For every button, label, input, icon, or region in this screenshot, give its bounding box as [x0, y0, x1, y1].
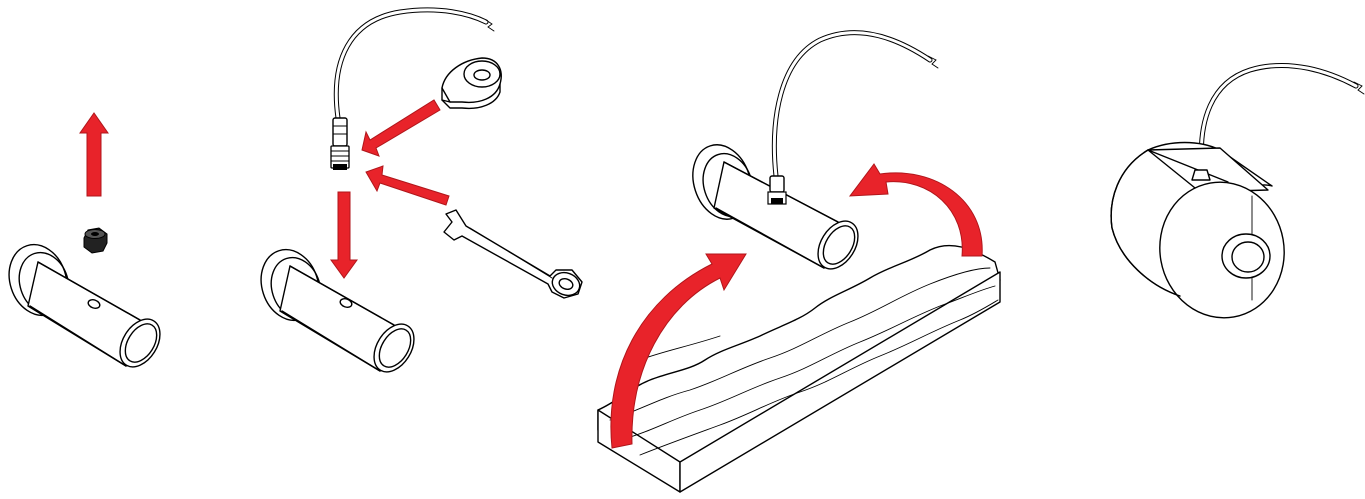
step-3-insulate: [598, 33, 1000, 492]
arrow-wrench-to-connector-icon: [366, 166, 449, 205]
step-1-remove-nut: [0, 113, 168, 374]
arrow-down-to-pipe-icon: [331, 192, 357, 278]
up-arrow-icon: [80, 113, 108, 196]
curved-arrow-over-icon: [850, 164, 982, 256]
step-2-attach-sensor: [252, 10, 583, 379]
ring-terminal-icon: [442, 58, 501, 108]
pipe-with-flange-icon: [0, 237, 168, 374]
insulated-cylinder-icon: [1111, 143, 1295, 328]
nut-icon: [84, 228, 107, 253]
arrow-ring-to-connector-icon: [362, 100, 440, 156]
sensor-connector-icon: [331, 118, 349, 170]
wrench-icon: [444, 210, 583, 299]
insulation-block-icon: [598, 246, 1000, 492]
step-4-insulated-cylinder: [1111, 65, 1364, 327]
